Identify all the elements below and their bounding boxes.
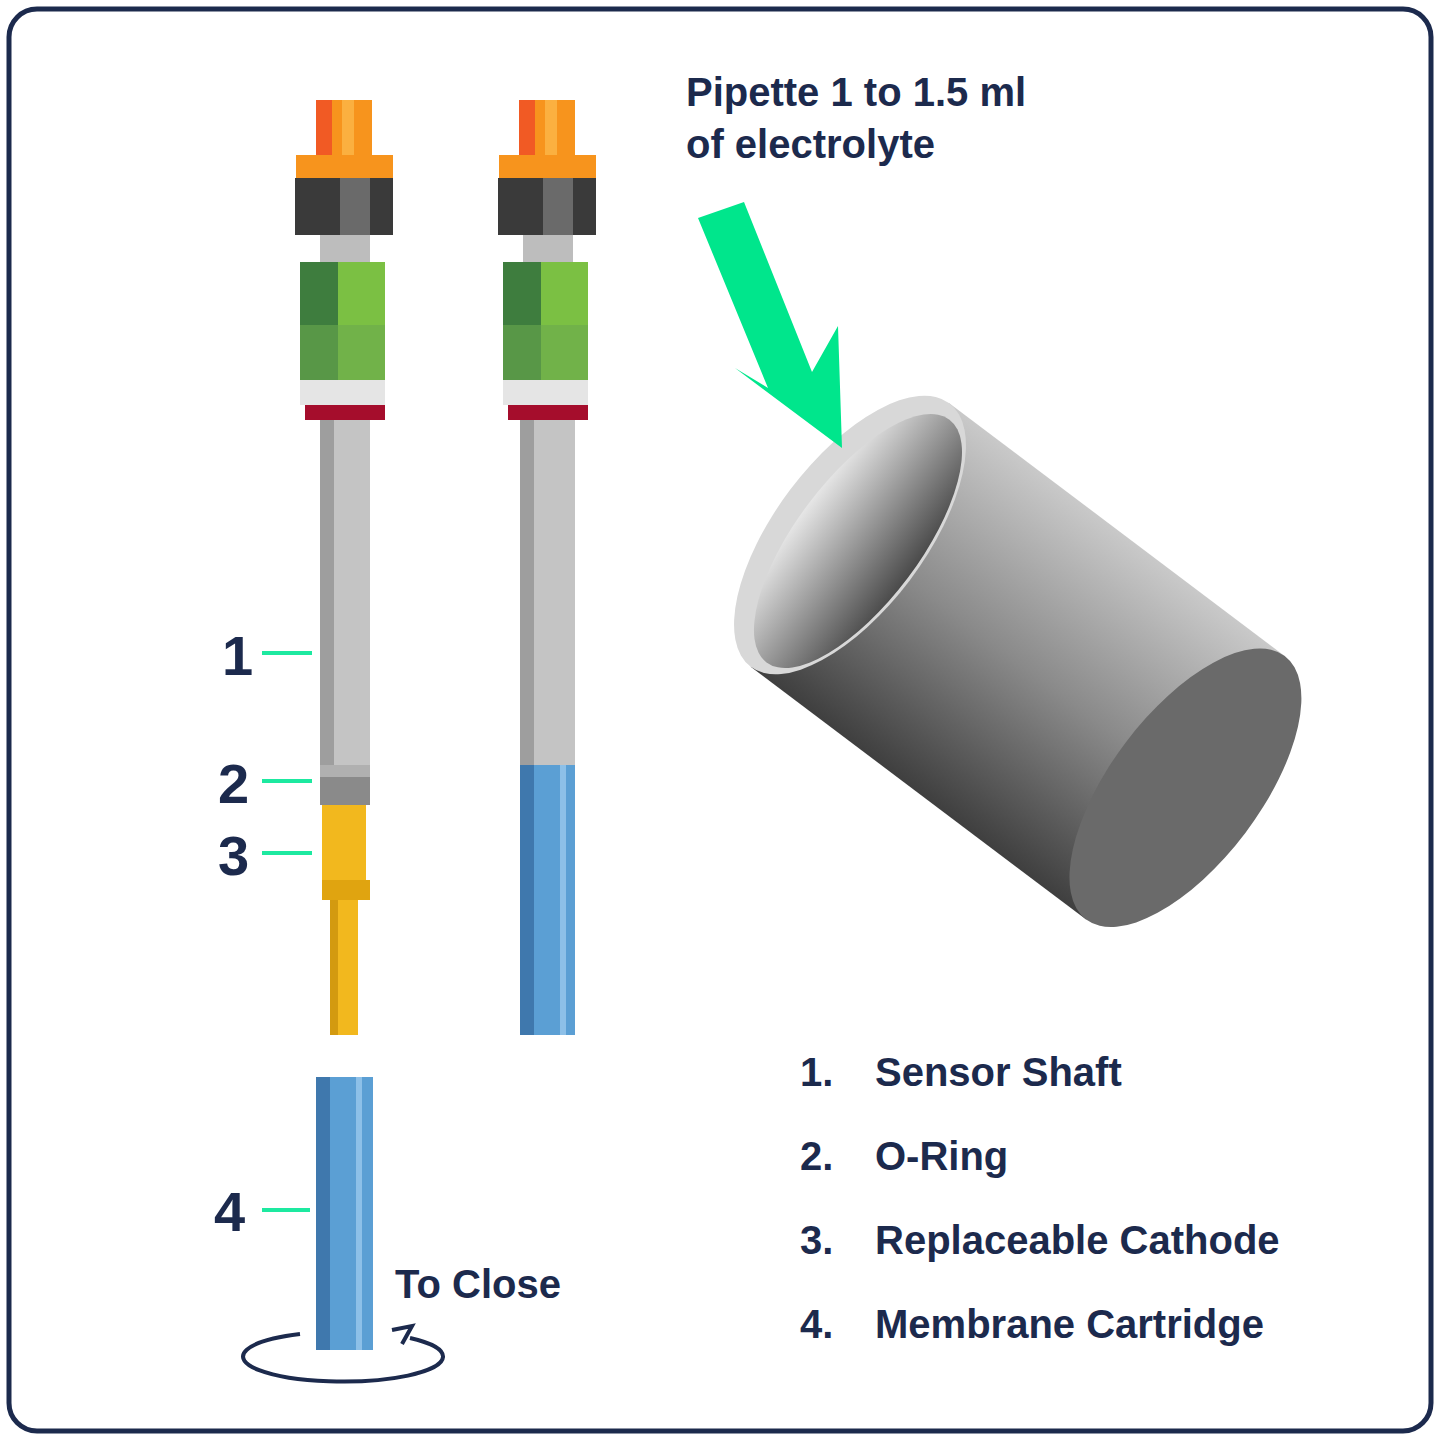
- callout-number: 1: [222, 620, 253, 693]
- list-number: 4.: [800, 1298, 833, 1350]
- sensor-right: [498, 100, 596, 1035]
- sensor-left: [295, 100, 393, 1350]
- callout-number: 2: [218, 748, 249, 821]
- part-name: O-Ring: [875, 1130, 1008, 1182]
- part-name: Membrane Cartridge: [875, 1298, 1264, 1350]
- list-number: 1.: [800, 1046, 833, 1098]
- callout-number: 3: [218, 820, 249, 893]
- part-name: Sensor Shaft: [875, 1046, 1122, 1098]
- rotation-label: To Close: [395, 1258, 561, 1310]
- rotate-arrowhead: [392, 1326, 412, 1344]
- rotate-arrow: [243, 1334, 443, 1382]
- frame: [9, 9, 1431, 1431]
- pipette-arrow: [698, 202, 842, 448]
- list-number: 3.: [800, 1214, 833, 1266]
- leader-lines: [262, 653, 312, 1210]
- callout-number: 4: [214, 1176, 245, 1249]
- cartridge-cylinder: [691, 358, 1345, 965]
- callout-note: Pipette 1 to 1.5 ml of electrolyte: [686, 66, 1071, 170]
- list-number: 2.: [800, 1130, 833, 1182]
- part-name: Replaceable Cathode: [875, 1214, 1280, 1266]
